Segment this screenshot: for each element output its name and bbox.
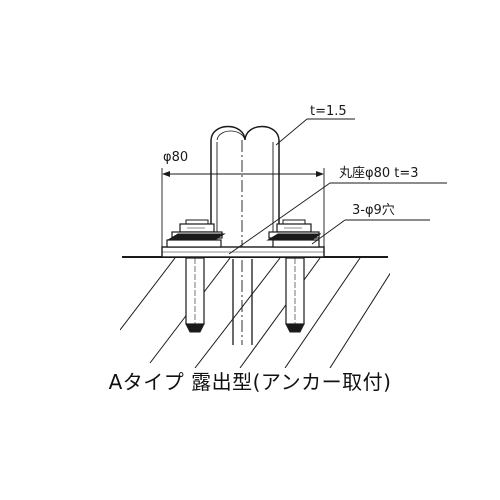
- anchor-bolt-left: [166, 219, 226, 333]
- figure-caption: Aタイプ 露出型(アンカー取付): [108, 370, 392, 394]
- base-plate: [161, 246, 325, 258]
- leader-t1.5: [275, 118, 355, 146]
- holes-label: 3-φ9穴: [352, 203, 395, 218]
- thickness-label: t=1.5: [310, 104, 347, 119]
- dimension-phi80-label: φ80: [163, 150, 188, 165]
- floor-hatching: [120, 258, 390, 368]
- pipe-below-floor: [232, 259, 253, 345]
- base-plate-label: 丸座φ80 t=3: [339, 166, 419, 181]
- dimension-phi80: [161, 168, 325, 247]
- pipe-post: [210, 125, 280, 345]
- anchor-bolt-right: [266, 219, 322, 333]
- leader-holes: [311, 219, 430, 245]
- leader-base-plate: [228, 182, 447, 255]
